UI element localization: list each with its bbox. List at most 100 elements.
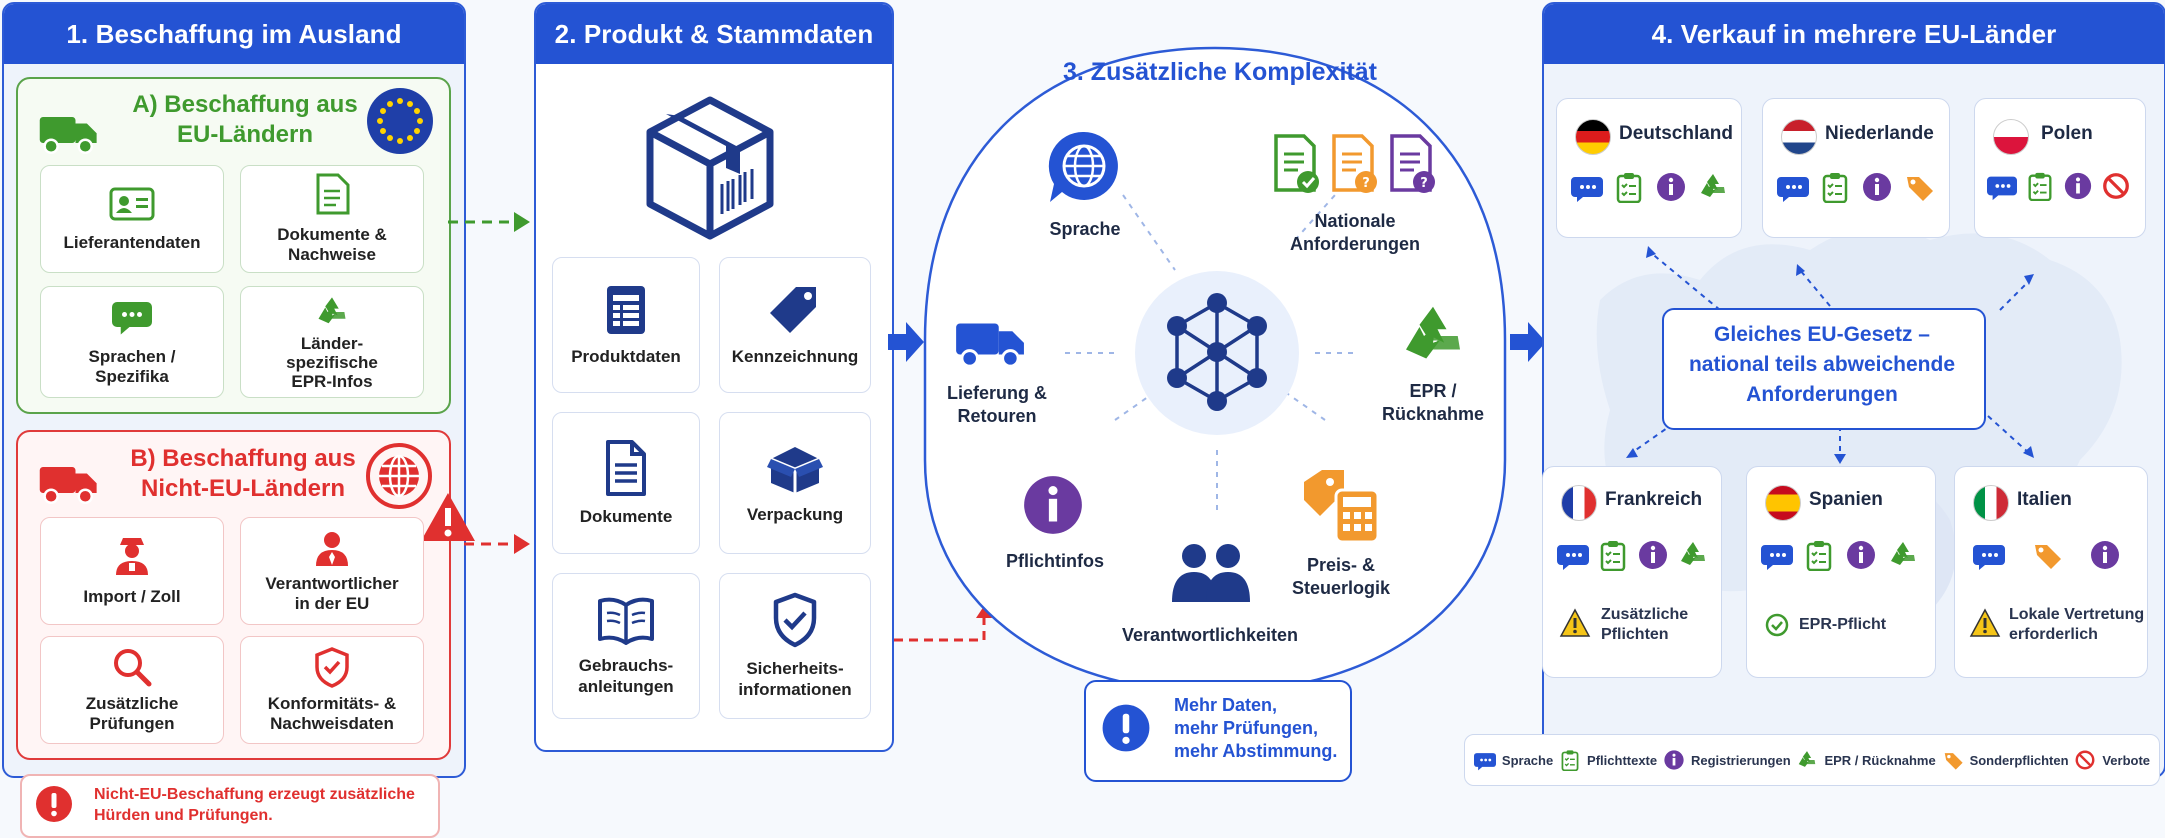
legend-label: EPR / Rücknahme: [1824, 752, 1936, 768]
warning-icon: [1560, 609, 1590, 637]
tag-icon: [2035, 545, 2061, 569]
label-pflichtinfos: Pflichtinfos: [1006, 551, 1104, 571]
svg-text:?: ?: [1420, 176, 1428, 191]
center-statement-box: [1662, 308, 1986, 430]
card-epr-infos: Länder- spezifische EPR-Infos: [240, 286, 424, 398]
network-cube-icon: [1167, 293, 1267, 411]
legend: Sprache Pflichttexte Registrierungen EPR…: [1464, 734, 2160, 786]
country-name: Spanien: [1809, 489, 1883, 510]
ban-icon: [2103, 173, 2129, 199]
recycle-icon: [1799, 751, 1816, 767]
panel1-title: 1. Beschaffung im Ausland: [4, 4, 464, 64]
flag-nl-icon: [1781, 119, 1817, 155]
card-konformitaet: Konformitäts- & Nachweisdaten: [240, 636, 424, 744]
clipboard-icon: [1561, 749, 1579, 771]
info-icon: [1657, 173, 1685, 201]
document-icon: [606, 440, 646, 496]
card-kennzeichnung: Kennzeichnung: [719, 257, 871, 393]
info-icon: [1639, 541, 1667, 569]
warning-box: [20, 774, 440, 838]
customs-officer-icon: [116, 538, 148, 575]
country-note: EPR-Pflicht: [1799, 616, 1887, 633]
country-deutschland: Deutschland: [1556, 98, 1742, 238]
tag-icon: [1944, 753, 1963, 770]
country-name: Niederlande: [1825, 123, 1934, 144]
center-statement: Gleiches EU-Gesetz – national teils abwe…: [1688, 323, 1956, 406]
documents-icon: ? ?: [1274, 134, 1435, 193]
recycle-icon: [1681, 542, 1705, 565]
info-icon: [2091, 541, 2119, 569]
label-preis-steuerlogik: Preis- & Steuerlogik: [1291, 555, 1391, 598]
country-spanien: Spanien EPR-Pflicht: [1746, 466, 1936, 678]
id-card-icon: [109, 187, 155, 221]
warning-icon: [421, 493, 475, 541]
tag-icon: [770, 287, 816, 333]
svg-text:?: ?: [1362, 176, 1370, 191]
country-niederlande: Niederlande: [1762, 98, 1950, 238]
legend-item-sprache: Sprache: [1473, 749, 1553, 771]
chat-icon: [1973, 545, 2005, 570]
card-label: Sicherheits- informationen: [738, 659, 852, 699]
chat-icon: [1557, 545, 1589, 570]
country-name: Frankreich: [1605, 489, 1703, 510]
label-epr-ruecknahme: EPR / Rücknahme: [1381, 381, 1485, 424]
recycle-icon: [1406, 306, 1460, 359]
shield-check-icon: [315, 647, 349, 688]
flag-pl-icon: [1993, 119, 2029, 155]
arrow-3-4: [1510, 322, 1546, 362]
country-note: Lokale Vertretung erforderlich: [2009, 606, 2145, 643]
person-icon: [316, 532, 348, 566]
truck-icon: [38, 115, 98, 154]
card-label: Kennzeichnung: [731, 347, 859, 366]
arrow-2-3: [888, 322, 924, 362]
card-label: Verantwortlicher in der EU: [265, 574, 399, 613]
card-label: Produktdaten: [571, 347, 681, 366]
chat-icon: [112, 302, 152, 335]
card-label: Konformitäts- & Nachweisdaten: [267, 694, 397, 733]
country-polen: Polen: [1974, 98, 2146, 238]
legend-label: Verbote: [2102, 752, 2151, 768]
info-icon: [1847, 541, 1875, 569]
dashed-red-connector: [894, 606, 992, 642]
label-lieferung-retouren: Lieferung & Retouren: [946, 383, 1047, 426]
card-label: Zusätzliche Prüfungen: [85, 694, 179, 733]
people-icon: [1172, 544, 1250, 602]
info-icon: [1664, 750, 1684, 770]
legend-label: Pflichttexte: [1587, 752, 1658, 768]
clipboard-icon: [1806, 539, 1832, 571]
legend-label: Registrierungen: [1690, 752, 1791, 768]
info-icon: [2064, 172, 2092, 200]
package-box-icon: [646, 96, 774, 240]
alert-icon: [36, 786, 72, 822]
clipboard-icon: [2028, 171, 2052, 201]
alert-icon: [1102, 704, 1150, 752]
card-zusaetzliche-pruefungen: Zusätzliche Prüfungen: [40, 636, 224, 744]
card-label: Lieferantendaten: [63, 233, 201, 252]
clipboard-icon: [1616, 171, 1642, 203]
label-verantwortlichkeiten: Verantwortlichkeiten: [1121, 625, 1299, 645]
warning-icon: [1970, 609, 2000, 637]
card-dokumente: Dokumente: [552, 412, 700, 554]
flag-it-icon: [1973, 485, 2009, 521]
document-icon: [316, 173, 350, 215]
card-produktdaten: Produktdaten: [552, 257, 700, 393]
sub-a-title: A) Beschaffung aus EU-Ländern: [132, 91, 358, 148]
card-dokumente-nachweise: Dokumente & Nachweise: [240, 165, 424, 273]
recycle-icon: [1891, 542, 1915, 565]
country-note: Zusätzliche Pflichten: [1601, 606, 1689, 643]
globe-icon: [366, 443, 432, 509]
warning-text: Nicht-EU-Beschaffung erzeugt zusätzliche…: [94, 786, 415, 824]
price-calculator-icon: [1304, 470, 1380, 544]
clipboard-icon: [1822, 171, 1848, 203]
flag-fr-icon: [1561, 485, 1597, 521]
spreadsheet-icon: [607, 286, 645, 334]
legend-label: Sonderpflichten: [1969, 752, 2069, 768]
connector-arrows-1-2: [448, 212, 530, 554]
legend-item-registrierungen: Registrierungen: [1663, 749, 1791, 771]
open-box-icon: [767, 447, 823, 493]
card-sicherheitsinformationen: Sicherheits- informationen: [719, 573, 871, 719]
card-label: Import / Zoll: [83, 587, 181, 606]
card-lieferantendaten: Lieferantendaten: [40, 165, 224, 273]
card-label: Dokumente & Nachweise: [277, 225, 387, 264]
card-label: Länder- spezifische EPR-Infos: [286, 333, 378, 391]
